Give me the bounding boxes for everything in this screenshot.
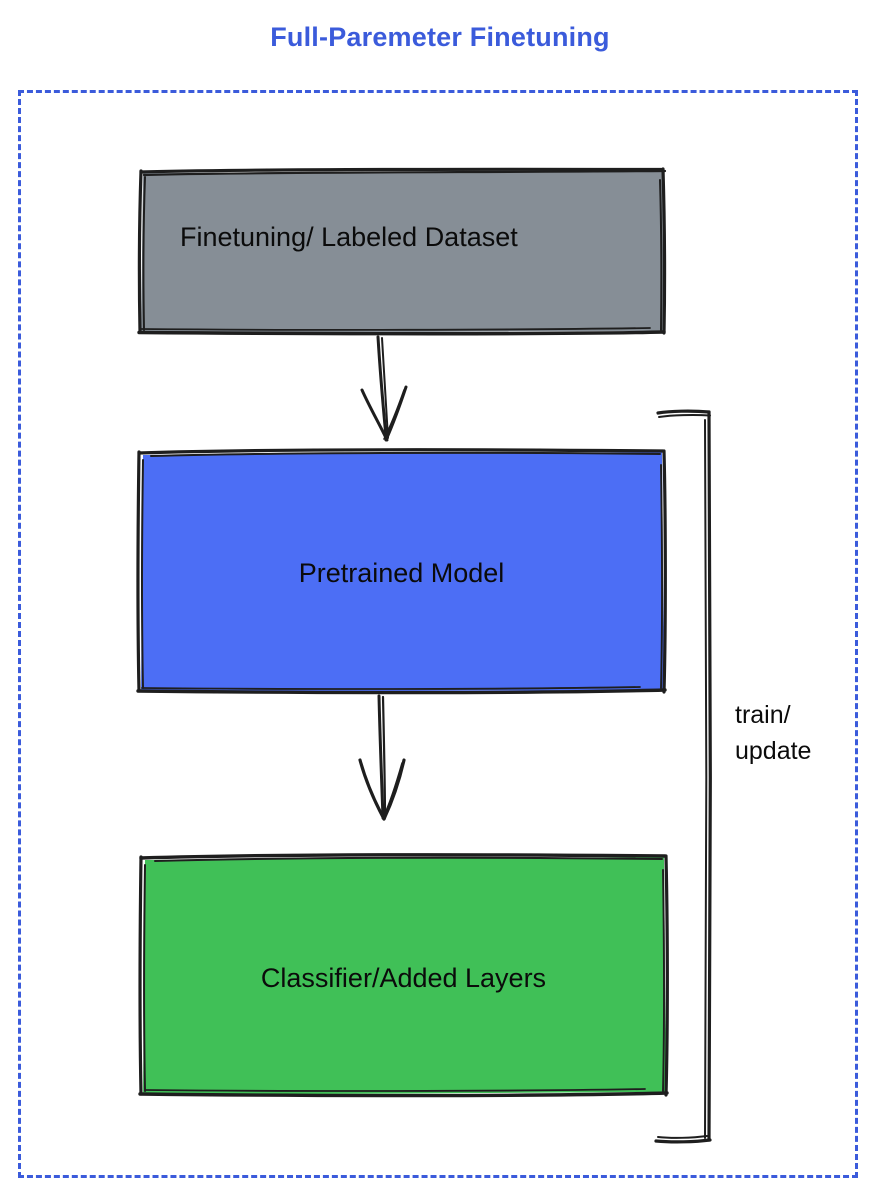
node-pretrained-model-label: Pretrained Model: [298, 558, 505, 588]
node-classifier-label: Classifier/Added Layers: [260, 963, 547, 993]
edge-feedback-loop-label: train/ update: [735, 701, 812, 765]
page-title: Full-Paremeter Finetuning: [270, 22, 610, 52]
diagram-dashed-frame: [18, 90, 858, 1178]
node-dataset-label: Finetuning/ Labeled Dataset: [180, 222, 518, 252]
